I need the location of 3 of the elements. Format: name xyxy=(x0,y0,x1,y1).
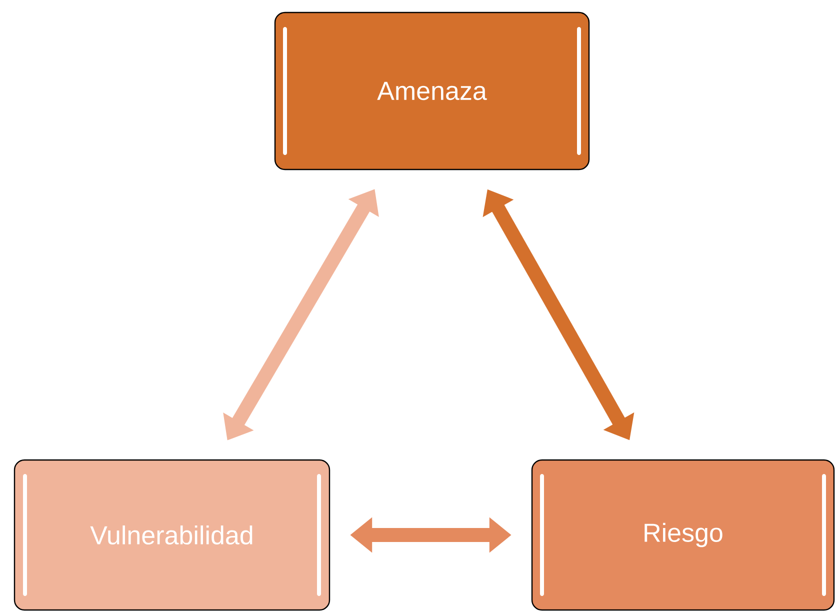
process-box: Vulnerabilidad xyxy=(14,459,330,611)
process-box: Riesgo xyxy=(531,459,835,611)
process-box: Amenaza xyxy=(274,12,590,170)
